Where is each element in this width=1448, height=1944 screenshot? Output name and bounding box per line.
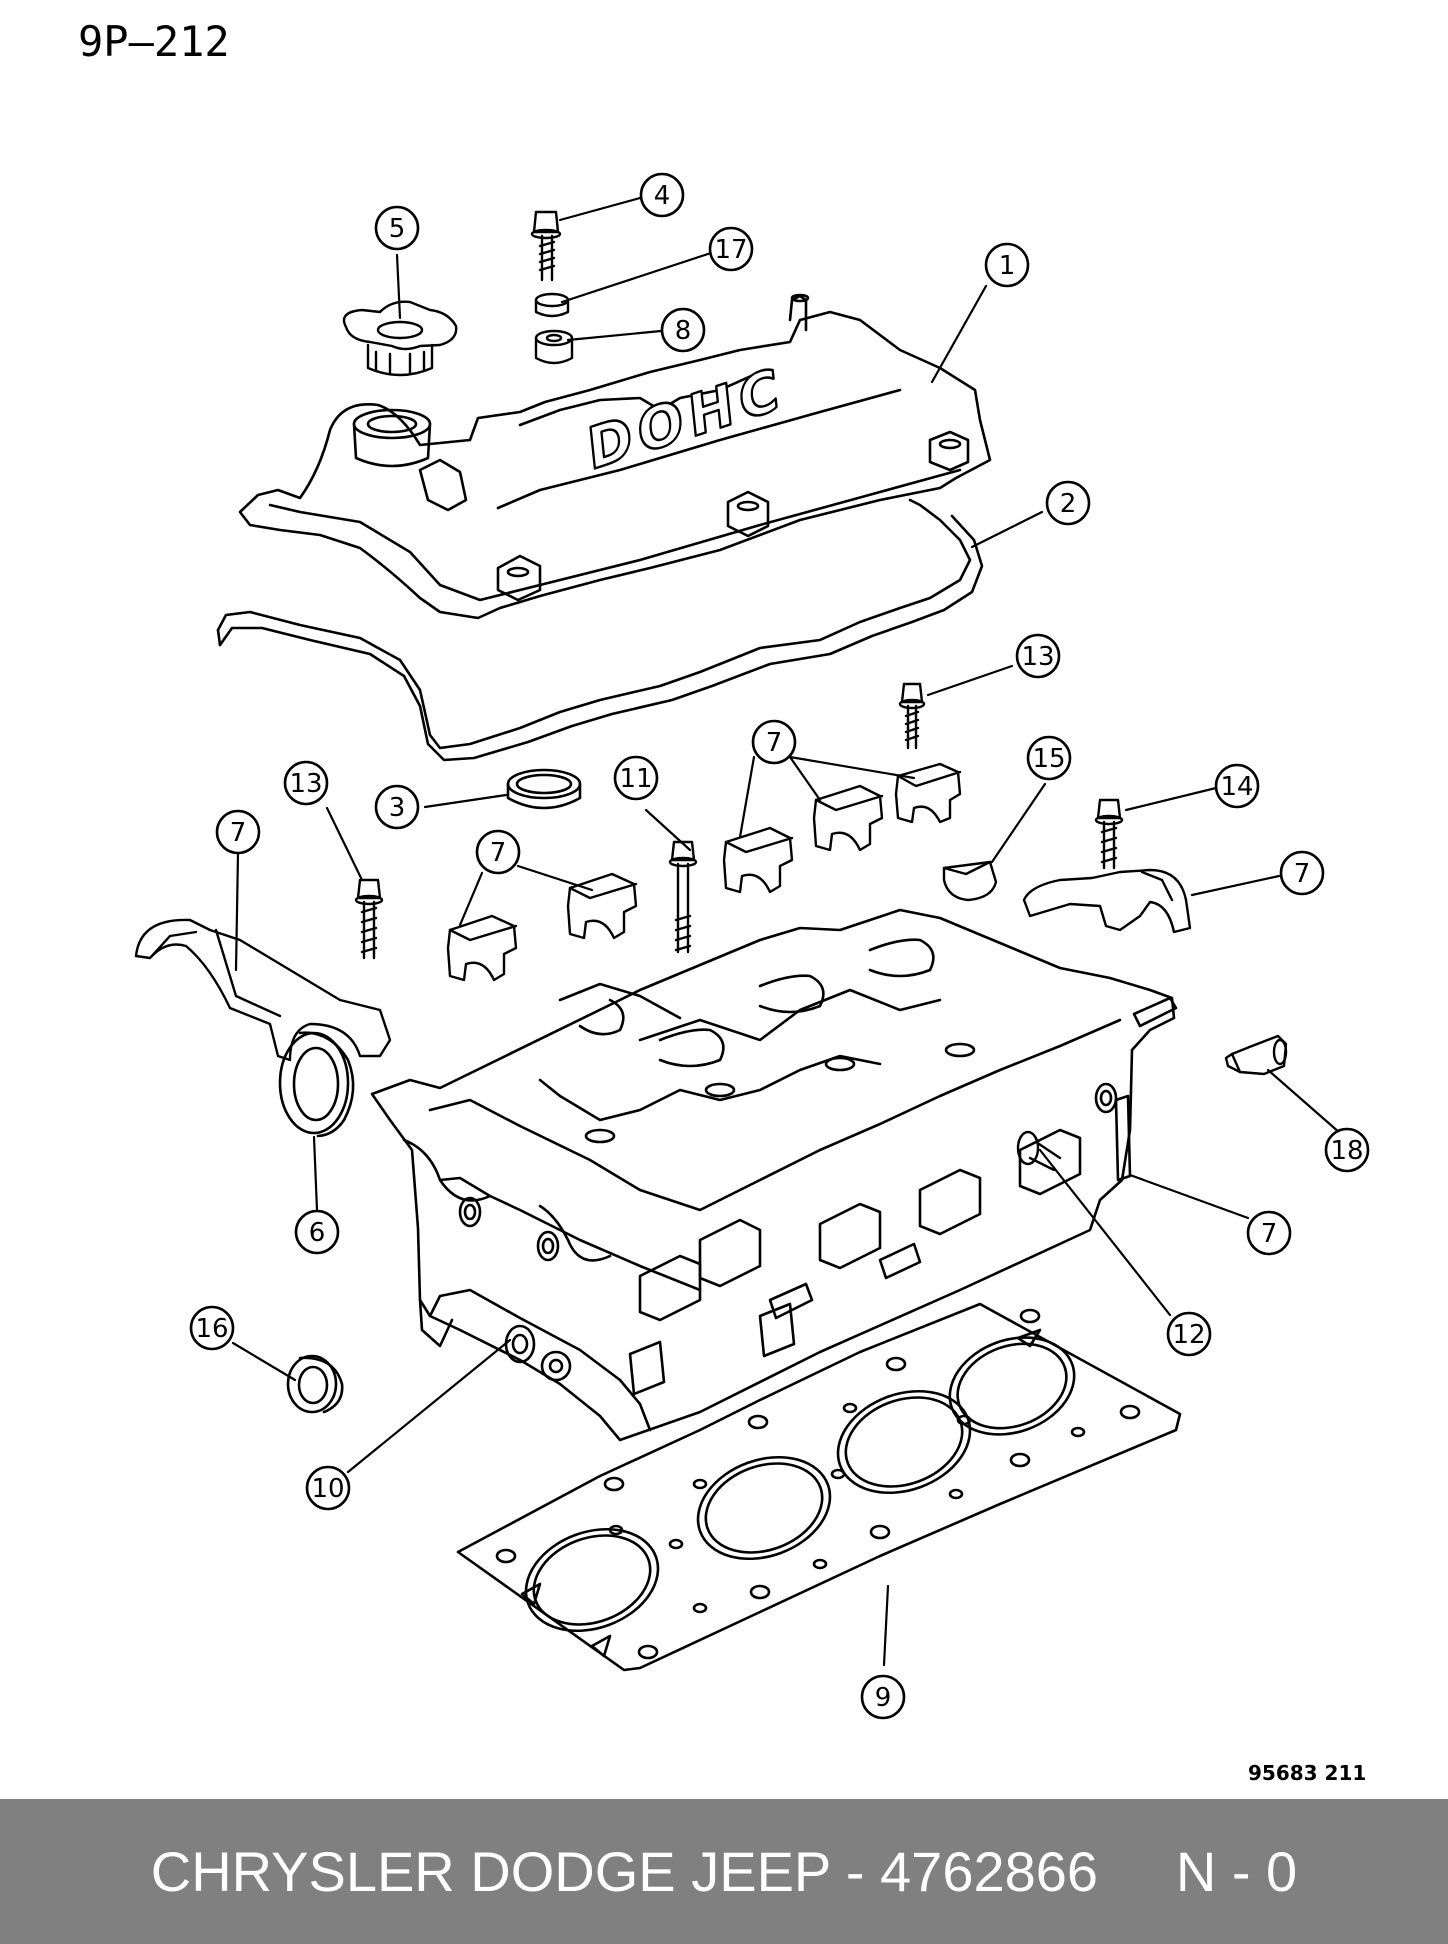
callout-circle [305,1465,351,1511]
callout-number: 7 [1261,1219,1278,1249]
callout-circle [189,1305,235,1351]
callout-15: 15 [1026,735,1072,781]
callout-number: 3 [389,793,406,823]
bearing-cap-group-top [722,762,962,894]
callout-14: 14 [1214,763,1260,809]
callout-number: 10 [311,1474,344,1504]
callout-number: 1 [999,251,1016,281]
callout-number: 2 [1060,489,1077,519]
callout-number: 16 [195,1314,228,1344]
callout-8: 8 [660,307,706,353]
bearing-cap-group-mid [446,872,638,982]
callout-7: 7 [1279,850,1325,896]
callout-number: 9 [875,1683,892,1713]
callout-number: 12 [1172,1320,1205,1350]
callout-circle [613,755,659,801]
callout-circle [751,719,797,765]
callout-number: 5 [389,214,406,244]
callout-circle [1214,763,1260,809]
leader-lines [231,196,1342,1667]
camshaft-bearing-cap-left [134,918,392,1062]
callout-circle [283,760,329,806]
page-code: 9P–212 [78,17,230,66]
small-seal [286,1354,344,1414]
callout-7: 7 [1246,1210,1292,1256]
callout-circle [1045,480,1091,526]
callout-number: 6 [309,1218,326,1248]
callout-circle [1015,633,1061,679]
callout-circle [1026,735,1072,781]
callout-7: 7 [475,829,521,875]
callout-number: 11 [619,764,652,794]
parts-diagram: 9P–212 [78,17,1370,1785]
callout-number: 14 [1220,772,1253,802]
valve-stud [1016,1130,1062,1172]
callout-9: 9 [860,1674,906,1720]
callout-16: 16 [189,1305,235,1351]
callout-18: 18 [1324,1127,1370,1173]
callout-7: 7 [215,809,261,855]
callout-12: 12 [1166,1311,1212,1357]
callout-number: 18 [1330,1136,1363,1166]
camshaft-oil-seal [278,1031,355,1138]
head-gasket [456,1302,1182,1672]
callout-circle [860,1674,906,1720]
head-bolt [668,840,698,954]
cover-bolt [530,210,562,282]
callout-circle [639,172,685,218]
callout-11: 11 [613,755,659,801]
cover-gasket [216,498,984,762]
callout-circle [475,829,521,875]
footer-bar: CHRYSLER DODGE JEEP - 4762866 N - 0 [0,1799,1448,1944]
callout-number: 7 [1294,859,1311,889]
callout-7: 7 [751,719,797,765]
half-moon-plug [942,860,998,902]
callout-1: 1 [984,242,1030,288]
callout-5: 5 [374,205,420,251]
callout-10: 10 [305,1465,351,1511]
callout-circle [1166,1311,1212,1357]
callout-number: 7 [230,818,247,848]
callout-number: 17 [714,235,747,265]
callout-13: 13 [283,760,329,806]
figure-number: 95683 211 [1248,1761,1366,1785]
callout-6: 6 [294,1209,340,1255]
callout-number: 4 [654,181,671,211]
callout-circle [215,809,261,855]
callout-number: 7 [766,728,783,758]
seal-ring [506,768,582,810]
callout-circle [374,784,420,830]
callout-3: 3 [374,784,420,830]
callout-13: 13 [1015,633,1061,679]
cylinder-head-cover: DOHC [238,293,992,620]
callout-number: 13 [289,769,322,799]
footer-text: CHRYSLER DODGE JEEP - 4762866 N - 0 [150,1840,1298,1903]
callout-circle [374,205,420,251]
callout-number: 7 [490,838,507,868]
callout-17: 17 [708,226,754,272]
cylinder-head [370,908,1178,1442]
bolt-upper [898,682,926,750]
callout-circle [708,226,754,272]
callout-circle [660,307,706,353]
bearing-cap-right [1022,868,1192,934]
callout-circle [1324,1127,1370,1173]
callout-number: 8 [675,316,692,346]
washer [534,292,570,318]
oil-pressure-sender [1224,1034,1288,1076]
callout-number: 13 [1021,642,1054,672]
cover-lettering: DOHC [585,354,788,484]
bolt-left [354,878,384,960]
callout-circle [1279,850,1325,896]
grommet [534,329,574,365]
callout-circle [984,242,1030,288]
callout-4: 4 [639,172,685,218]
callout-number: 15 [1032,744,1065,774]
callout-circle [1246,1210,1292,1256]
bolt-right [1094,798,1124,870]
oil-filler-cap [342,300,458,377]
callout-circle [294,1209,340,1255]
callout-2: 2 [1045,480,1091,526]
